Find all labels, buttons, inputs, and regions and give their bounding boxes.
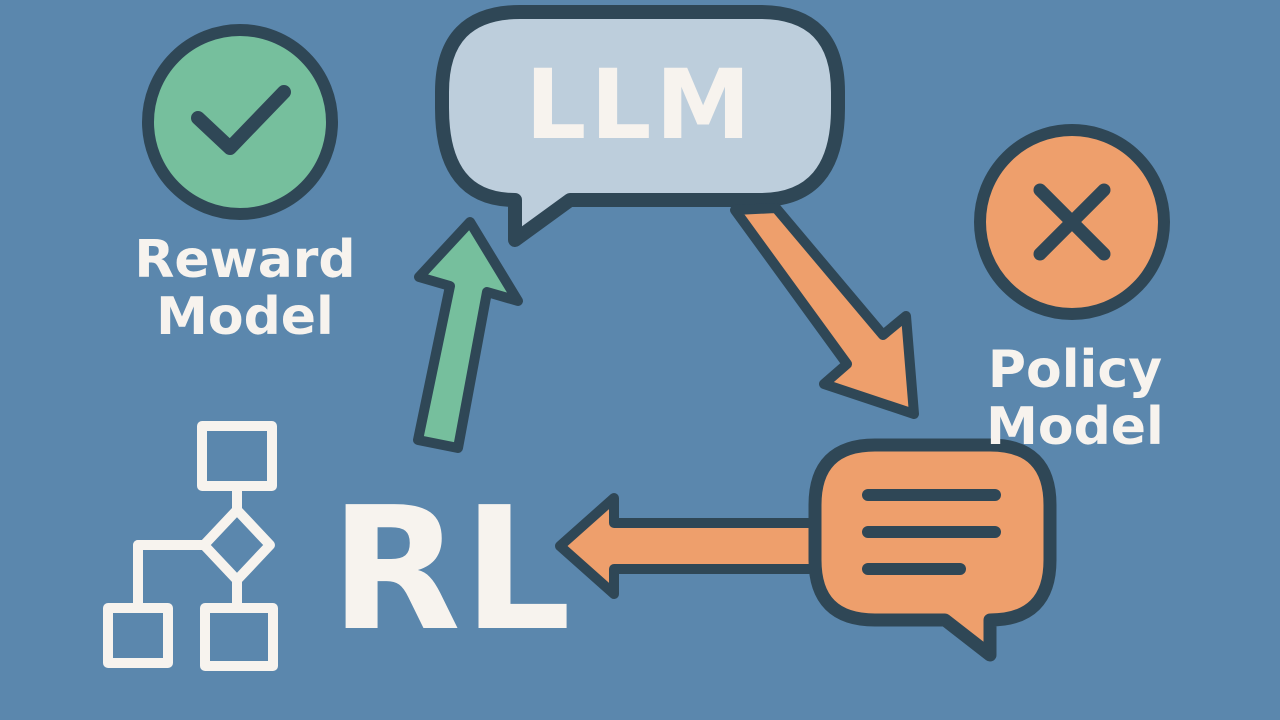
orange-down-arrow xyxy=(730,203,919,419)
llm-label: LLM xyxy=(525,49,755,161)
policy-model-label: Policy Model xyxy=(950,340,1200,458)
reward-model-label: Reward Model xyxy=(100,230,390,348)
rl-label: RL xyxy=(330,471,574,669)
green-up-arrow xyxy=(413,217,523,453)
orange-left-arrow xyxy=(555,493,823,599)
policy-model-line2: Model xyxy=(986,397,1164,458)
reward-model-line1: Reward xyxy=(134,230,356,290)
message-lines-icon xyxy=(808,438,1057,662)
llm-speech-bubble xyxy=(435,5,845,247)
flowchart-icon xyxy=(103,421,278,671)
reward-model-line2: Model xyxy=(156,287,334,348)
checkmark-icon xyxy=(142,24,338,220)
policy-model-line1: Policy xyxy=(987,340,1163,400)
x-icon xyxy=(974,124,1170,320)
